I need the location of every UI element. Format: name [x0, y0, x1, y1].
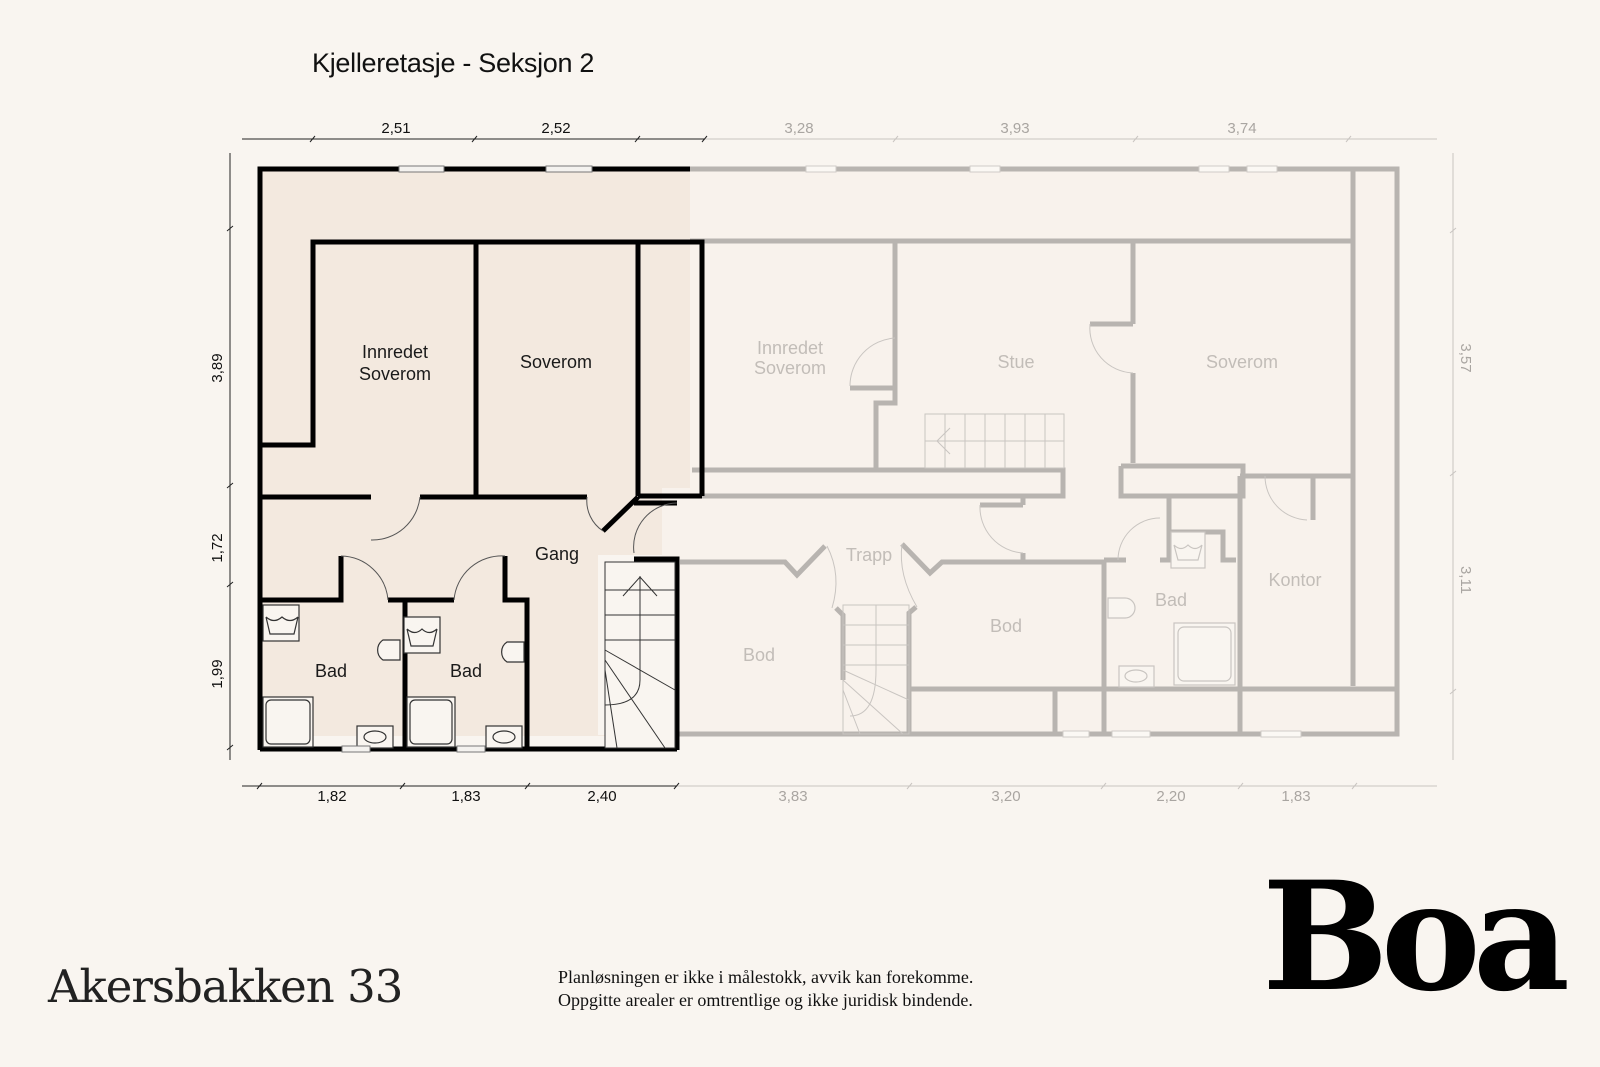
dim-right-1: 3,57 — [1457, 343, 1474, 372]
dim-top-1: 2,51 — [381, 120, 410, 137]
room-label-bad-inactive: Bad — [1155, 590, 1187, 610]
room-label-bad-2: Bad — [450, 661, 482, 681]
stairs-active-icon — [604, 561, 676, 749]
dim-bottom-7: 1,83 — [1281, 788, 1310, 805]
bathroom-fixtures-inactive — [1107, 531, 1236, 688]
dim-right-2: 3,11 — [1457, 566, 1474, 594]
disclaimer-line-2: Oppgitte arealer er omtrentlige og ikke … — [558, 990, 973, 1010]
room-label-stue: Stue — [997, 352, 1034, 372]
room-label-gang: Gang — [535, 544, 579, 564]
door-arcs-active — [340, 496, 678, 601]
dim-bottom-6: 2,20 — [1156, 788, 1185, 805]
property-address: Akersbakken 33 — [48, 960, 403, 1013]
dim-top-5: 3,74 — [1227, 120, 1256, 137]
room-label-innredet-soverom-inactive: Innredet — [757, 338, 823, 358]
room-label-bod-2: Bod — [990, 616, 1022, 636]
dim-bottom-1: 1,82 — [317, 788, 346, 805]
dimension-lines — [226, 135, 1457, 790]
dim-left-1: 3,89 — [209, 353, 226, 382]
active-section-fill — [258, 168, 690, 736]
dim-left-2: 1,72 — [209, 533, 226, 562]
room-label-bod-1: Bod — [743, 645, 775, 665]
room-label-kontor: Kontor — [1268, 570, 1321, 590]
windows-inactive — [805, 165, 1302, 738]
room-label-innredet-soverom-line2: Soverom — [359, 364, 431, 384]
dim-bottom-3: 2,40 — [587, 788, 616, 805]
room-label-bad-1: Bad — [315, 661, 347, 681]
dim-bottom-4: 3,83 — [778, 788, 807, 805]
room-label-innredet-soverom: Innredet — [362, 342, 428, 362]
disclaimer-line-1: Planløsningen er ikke i målestokk, avvik… — [558, 967, 974, 987]
dim-top-4: 3,93 — [1000, 120, 1029, 137]
dim-bottom-5: 3,20 — [991, 788, 1020, 805]
room-label-soverom-inactive: Soverom — [1206, 352, 1278, 372]
dim-top-3: 3,28 — [784, 120, 813, 137]
inactive-walls — [662, 166, 1400, 737]
dim-top-2: 2,52 — [541, 120, 570, 137]
windows-active — [341, 165, 593, 753]
door-arcs-inactive — [826, 323, 1308, 609]
boa-logo: Boa — [1262, 849, 1570, 1025]
room-label-innredet-soverom-inactive-line2: Soverom — [754, 358, 826, 378]
disclaimer: Planløsningen er ikke i målestokk, avvik… — [558, 966, 973, 1012]
bathroom-fixtures-active — [262, 604, 525, 749]
stairs-icon — [842, 413, 1065, 735]
floor-title: Kjelleretasje - Seksjon 2 — [312, 48, 595, 78]
room-label-soverom: Soverom — [520, 352, 592, 372]
dim-left-3: 1,99 — [209, 659, 226, 688]
dim-bottom-2: 1,83 — [451, 788, 480, 805]
room-label-trapp: Trapp — [846, 545, 892, 565]
